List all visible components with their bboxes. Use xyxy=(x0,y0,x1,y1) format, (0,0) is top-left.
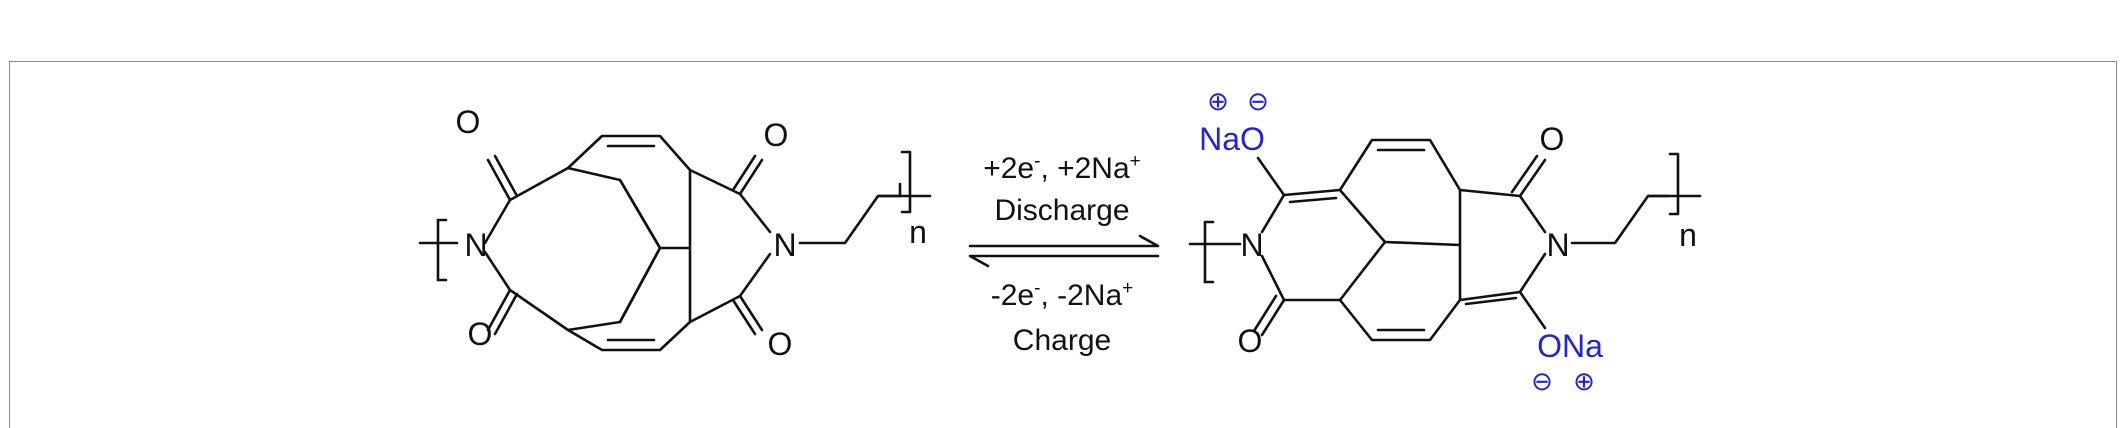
product-atom-o-bottom-left: O xyxy=(1238,323,1263,359)
atom-o-bottom-left: O xyxy=(468,316,493,352)
atom-n-left: N xyxy=(464,227,487,263)
repeat-unit-n: n xyxy=(909,214,927,250)
forward-arrow xyxy=(968,234,1160,248)
charge-bottom-minus: ⊖ xyxy=(1531,366,1553,396)
product-right-bracket xyxy=(1668,152,1680,216)
atom-nao-top: NaO xyxy=(1199,121,1265,157)
figure-frame xyxy=(9,61,2117,428)
charge-top-minus: ⊖ xyxy=(1247,86,1269,116)
product-repeat-unit-n: n xyxy=(1679,217,1697,253)
atom-o-top-right: O xyxy=(764,117,789,153)
right-bracket xyxy=(900,150,912,214)
reverse-arrow xyxy=(968,254,1160,268)
reverse-conditions-label: Charge xyxy=(1013,324,1111,357)
product-atom-o-top-right: O xyxy=(1540,121,1565,157)
reaction-arrows: +2e-, +2Na+ Discharge -2e-, -2Na+ Charge xyxy=(968,151,1160,357)
forward-conditions-line1: +2e-, +2Na+ xyxy=(983,151,1141,185)
atom-o-top-left: O xyxy=(456,104,481,140)
forward-conditions-label: Discharge xyxy=(994,194,1129,227)
atom-ona-bottom: ONa xyxy=(1537,328,1603,364)
product-structure: ⊕ ⊖ ⊖ ⊕ NaO O O ONa N N n xyxy=(1188,86,1702,396)
product-atom-n-left: N xyxy=(1240,227,1263,263)
charge-top-plus: ⊕ xyxy=(1207,86,1229,116)
reverse-conditions-line1: -2e-, -2Na+ xyxy=(991,278,1134,312)
charge-bottom-plus: ⊕ xyxy=(1573,366,1595,396)
product-atom-n-right: N xyxy=(1546,227,1569,263)
atom-o-bottom-right: O xyxy=(768,326,793,362)
atom-n-right: N xyxy=(773,227,796,263)
reactant-structure: O O O O N N n xyxy=(418,104,932,362)
